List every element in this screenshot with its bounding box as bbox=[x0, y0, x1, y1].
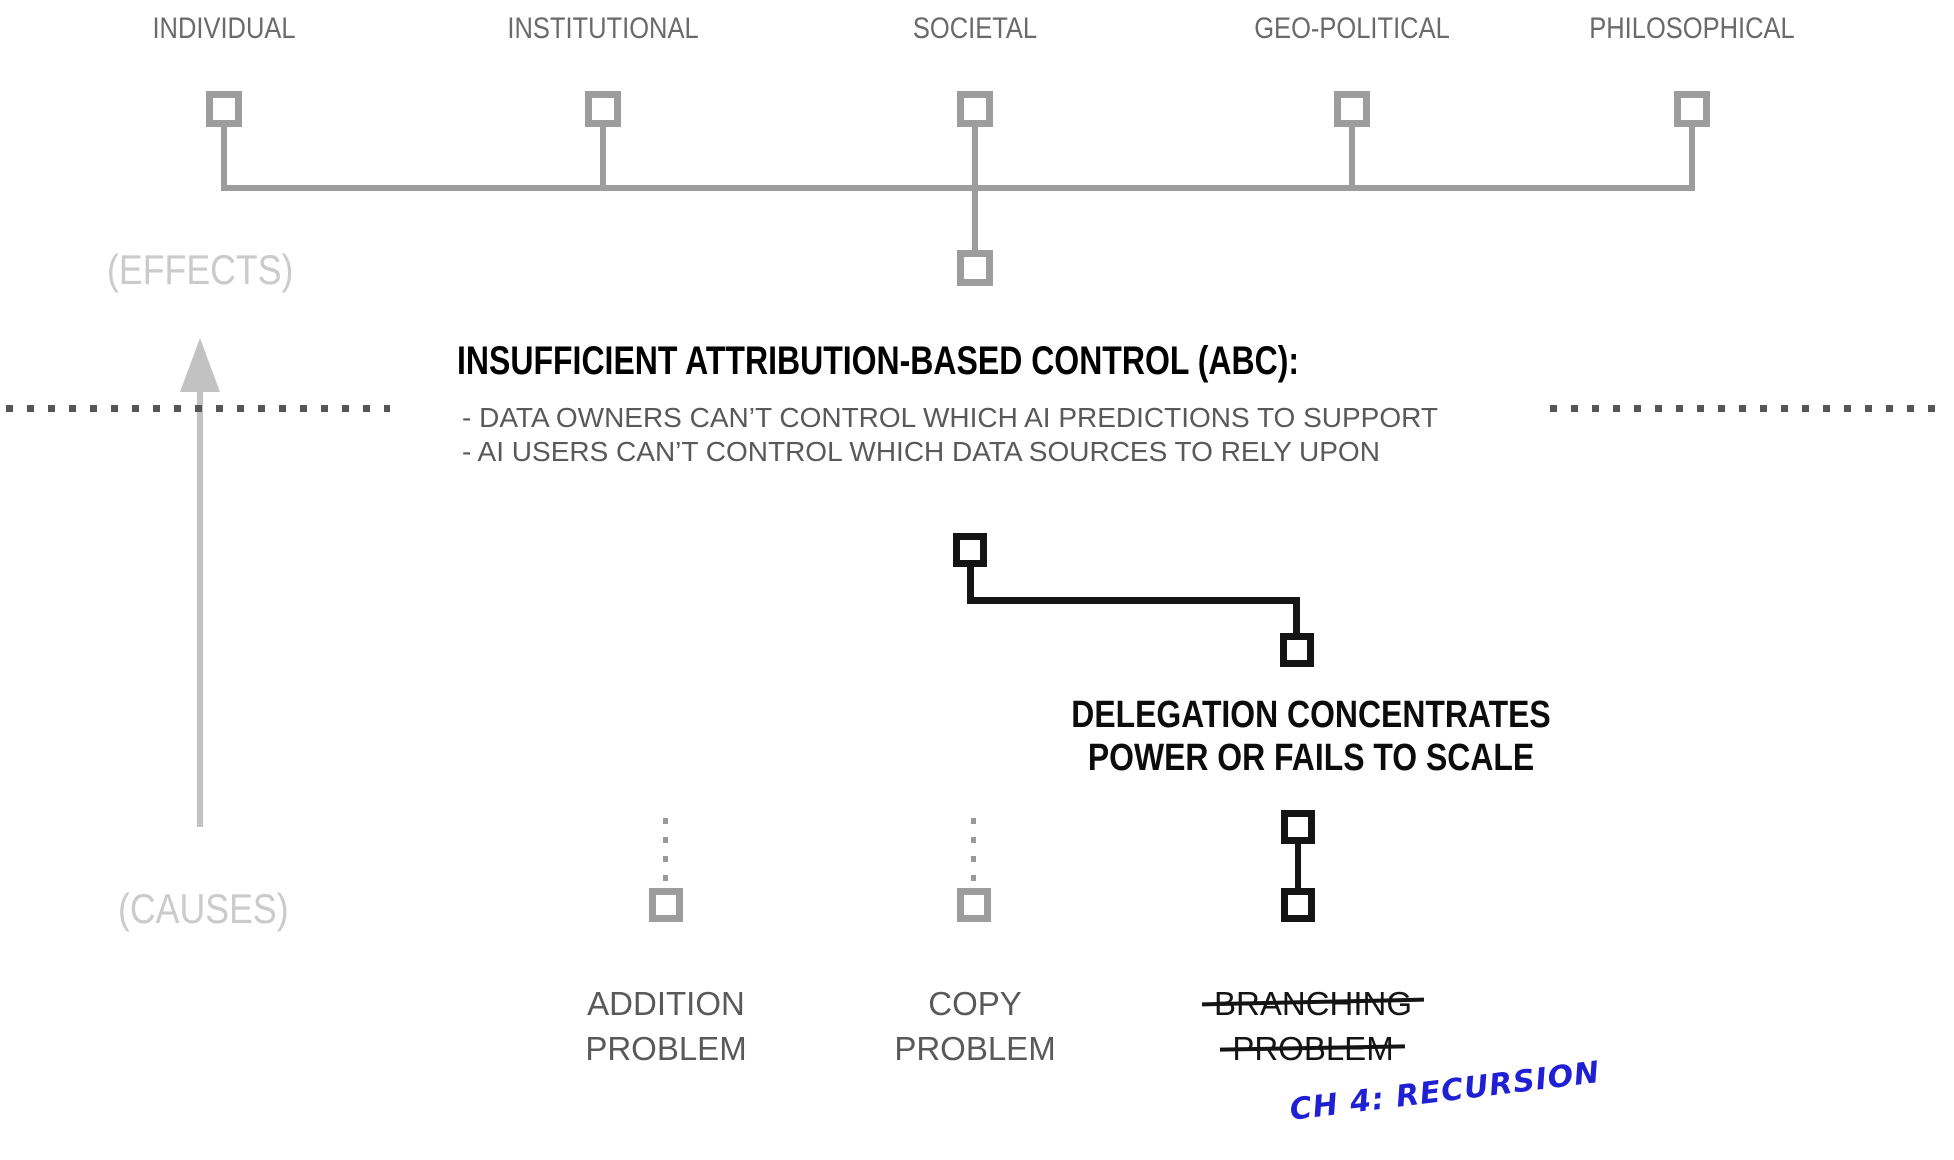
delegation-elbow-down-2 bbox=[1293, 597, 1300, 633]
node-square-geo-political bbox=[1334, 91, 1370, 127]
connector-stub-institutional bbox=[600, 127, 606, 185]
node-square-societal bbox=[957, 91, 993, 127]
node-square-delegation-end bbox=[1280, 633, 1314, 667]
delegation-elbow-down-1 bbox=[967, 567, 974, 604]
problem-label-addition-line2: PROBLEM bbox=[585, 1030, 747, 1067]
node-square-individual bbox=[206, 91, 242, 127]
abc-title: INSUFFICIENT ATTRIBUTION-BASED CONTROL (… bbox=[457, 339, 1299, 383]
branching-link-line bbox=[1295, 844, 1301, 888]
abc-bullet-ai-users: - AI USERS CAN’T CONTROL WHICH DATA SOUR… bbox=[462, 436, 1380, 467]
delegation-caption-line2: POWER OR FAILS TO SCALE bbox=[1087, 737, 1535, 779]
category-label-societal: SOCIETAL bbox=[912, 12, 1038, 45]
causes-axis-label: (CAUSES) bbox=[118, 885, 289, 932]
dotted-divider-left bbox=[6, 405, 390, 412]
connector-drop-societal bbox=[972, 191, 978, 250]
node-square-effects-hub bbox=[957, 250, 993, 286]
category-label-philosophical: PHILOSOPHICAL bbox=[1589, 12, 1795, 45]
connector-stub-individual bbox=[221, 127, 227, 185]
node-square-addition bbox=[649, 888, 683, 922]
struck-word-branching: BRANCHING bbox=[1201, 981, 1425, 1026]
category-label-geo-political: GEO-POLITICAL bbox=[1254, 12, 1450, 45]
problem-label-copy: COPY PROBLEM bbox=[894, 981, 1055, 1071]
node-square-institutional bbox=[585, 91, 621, 127]
connector-stub-geo-political bbox=[1349, 127, 1355, 185]
struck-word-problem: PROBLEM bbox=[1220, 1026, 1406, 1071]
connector-stub-philosophical bbox=[1689, 127, 1695, 185]
delegation-elbow-across bbox=[967, 597, 1300, 604]
causes-to-effects-arrowhead-icon bbox=[180, 338, 220, 392]
causes-to-effects-arrow-shaft bbox=[197, 390, 203, 827]
node-square-copy bbox=[957, 888, 991, 922]
problem-label-addition: ADDITION PROBLEM bbox=[585, 981, 746, 1071]
effects-axis-label: (EFFECTS) bbox=[107, 246, 294, 293]
connector-stub-societal bbox=[972, 127, 978, 185]
dotted-link-copy bbox=[971, 818, 976, 881]
problem-label-copy-line2: PROBLEM bbox=[894, 1030, 1056, 1067]
node-square-branching-bottom bbox=[1281, 888, 1315, 922]
problem-label-branching: BRANCHING PROBLEM bbox=[1201, 981, 1425, 1071]
problem-label-addition-line1: ADDITION bbox=[587, 985, 745, 1022]
delegation-caption: DELEGATION CONCENTRATES POWER OR FAILS T… bbox=[1071, 694, 1550, 780]
category-label-individual: INDIVIDUAL bbox=[152, 12, 296, 45]
delegation-caption-line1: DELEGATION CONCENTRATES bbox=[1071, 694, 1551, 736]
dotted-divider-right bbox=[1550, 405, 1936, 412]
problem-label-copy-line1: COPY bbox=[928, 985, 1022, 1022]
node-square-delegation-start bbox=[953, 533, 987, 567]
node-square-branching-top bbox=[1281, 810, 1315, 844]
connector-bus-line bbox=[221, 185, 1695, 191]
category-label-institutional: INSTITUTIONAL bbox=[507, 12, 699, 45]
node-square-philosophical bbox=[1674, 91, 1710, 127]
abc-bullet-data-owners: - DATA OWNERS CAN’T CONTROL WHICH AI PRE… bbox=[462, 402, 1438, 433]
dotted-link-addition bbox=[663, 818, 668, 881]
